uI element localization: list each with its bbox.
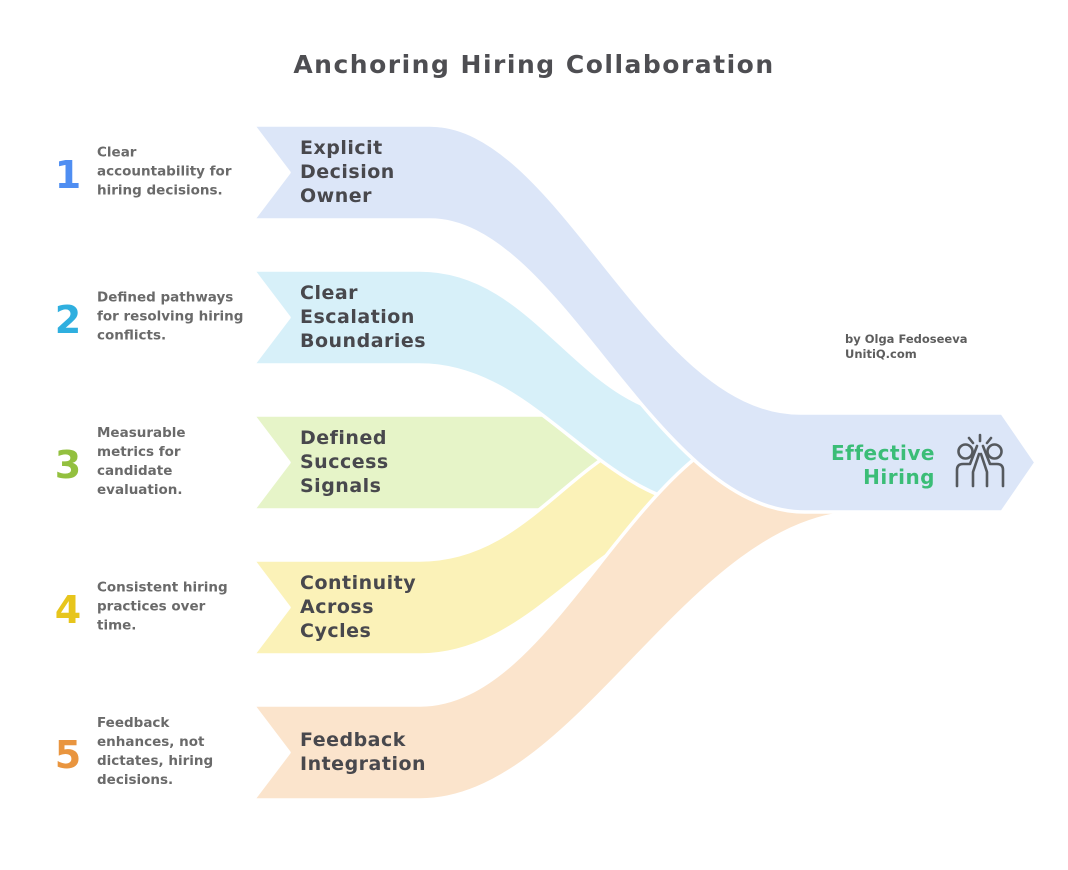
step-number-1: 1 (54, 153, 82, 197)
result-label: Effective Hiring (830, 441, 935, 489)
band-label-3: Defined Success Signals (300, 427, 389, 497)
step-description-1: Clear accountability for hiring decision… (97, 144, 232, 199)
step-number-3: 3 (54, 443, 82, 487)
step-number-5: 5 (54, 733, 82, 777)
high-five-icon (955, 433, 1005, 488)
page-title: Anchoring Hiring Collaboration (293, 50, 775, 79)
flow-band-explicit-decision-owner-and-result-arrow (251, 123, 1038, 514)
step-description-3: Measurable metrics for candidate evaluat… (97, 425, 186, 498)
right-person-body (979, 444, 1005, 488)
sparkle-rays (967, 433, 993, 445)
step-description-4: Consistent hiring practices over time. (97, 579, 228, 634)
step-description-2: Defined pathways for resolving hiring co… (97, 289, 244, 344)
right-person-head (986, 443, 1003, 460)
left-person-body (955, 444, 981, 488)
left-person-head (957, 443, 974, 460)
step-description-5: Feedback enhances, not dictates, hiring … (97, 715, 214, 788)
attribution-text: by Olga Fedoseeva UnitiQ.com (845, 332, 968, 361)
band-label-1: Explicit Decision Owner (300, 137, 395, 207)
band-label-5: Feedback Integration (300, 729, 427, 775)
band-label-2: Clear Escalation Boundaries (300, 282, 427, 352)
step-number-2: 2 (54, 298, 82, 342)
step-number-4: 4 (54, 588, 82, 632)
band-label-4: Continuity Across Cycles (300, 572, 417, 642)
